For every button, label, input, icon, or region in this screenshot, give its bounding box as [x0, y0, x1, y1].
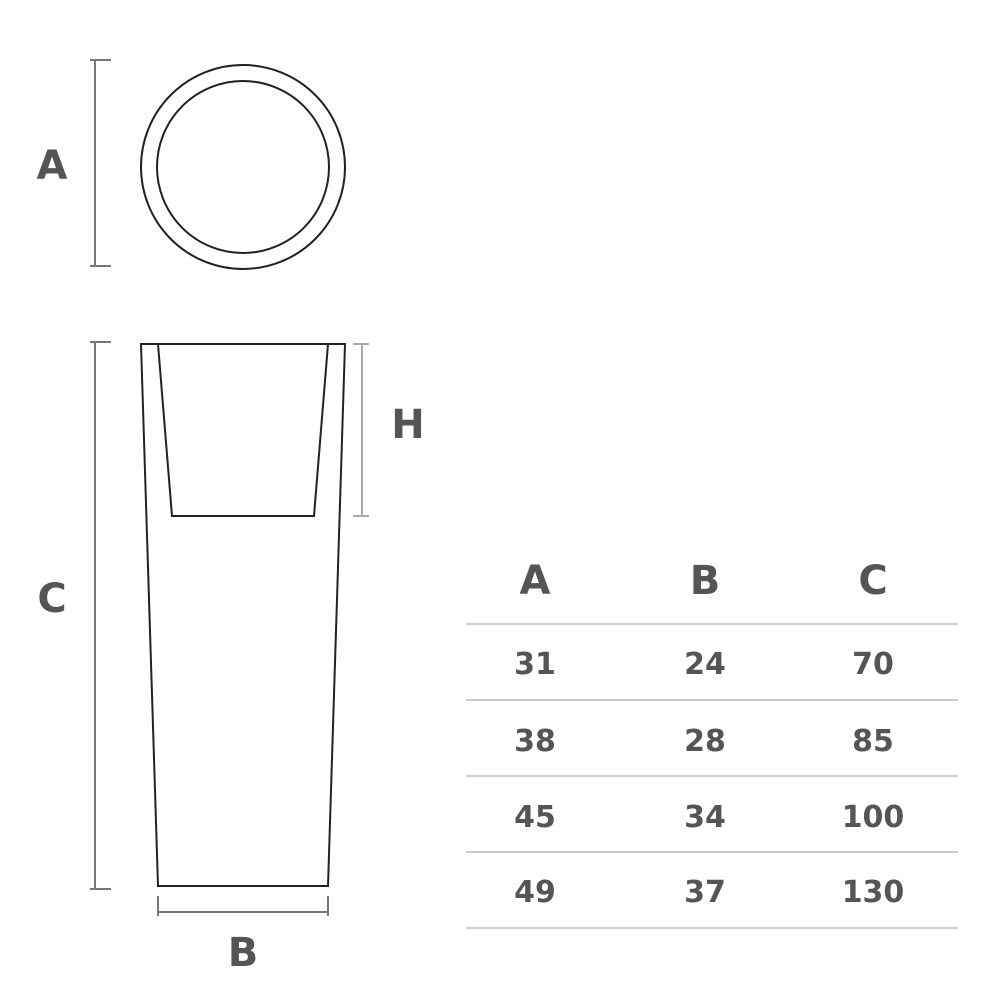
- table-cell: 34: [684, 800, 726, 835]
- table-dividers: [466, 623, 958, 929]
- top-view: [140, 64, 346, 270]
- inner-basin: [157, 343, 329, 517]
- label-a: A: [37, 143, 68, 189]
- inner-rim: [156, 80, 330, 254]
- table-row: 45 34 100: [514, 800, 904, 835]
- side-view: [139, 343, 347, 887]
- outer-rim: [140, 64, 346, 270]
- table-cell: 38: [514, 724, 556, 759]
- table-row: 38 28 85: [514, 724, 894, 759]
- table-cell: 31: [514, 647, 556, 682]
- table-cell: 85: [852, 724, 894, 759]
- label-c: C: [37, 576, 66, 622]
- table-cell: 28: [684, 724, 726, 759]
- table-cell: 45: [514, 800, 556, 835]
- table-header-a: A: [520, 558, 551, 604]
- table-cell: 100: [842, 800, 905, 835]
- label-h: H: [391, 402, 424, 448]
- table-cell: 37: [684, 875, 726, 910]
- table-row: 49 37 130: [514, 875, 904, 910]
- vessel-outline: [139, 343, 347, 887]
- table-header-b: B: [690, 558, 721, 604]
- dimension-c: [90, 341, 111, 890]
- size-table: A B C 31 24 70 38 28 85 45 34 100 49 37: [466, 558, 958, 929]
- table-cell: 70: [852, 647, 894, 682]
- table-cell: 49: [514, 875, 556, 910]
- table-cell: 130: [842, 875, 905, 910]
- dimension-b: [157, 896, 329, 916]
- dimension-h: [353, 343, 369, 517]
- table-cell: 24: [684, 647, 726, 682]
- label-b: B: [228, 930, 259, 976]
- table-row: 31 24 70: [514, 647, 894, 682]
- dimension-a: [90, 59, 111, 267]
- table-header-c: C: [858, 558, 887, 604]
